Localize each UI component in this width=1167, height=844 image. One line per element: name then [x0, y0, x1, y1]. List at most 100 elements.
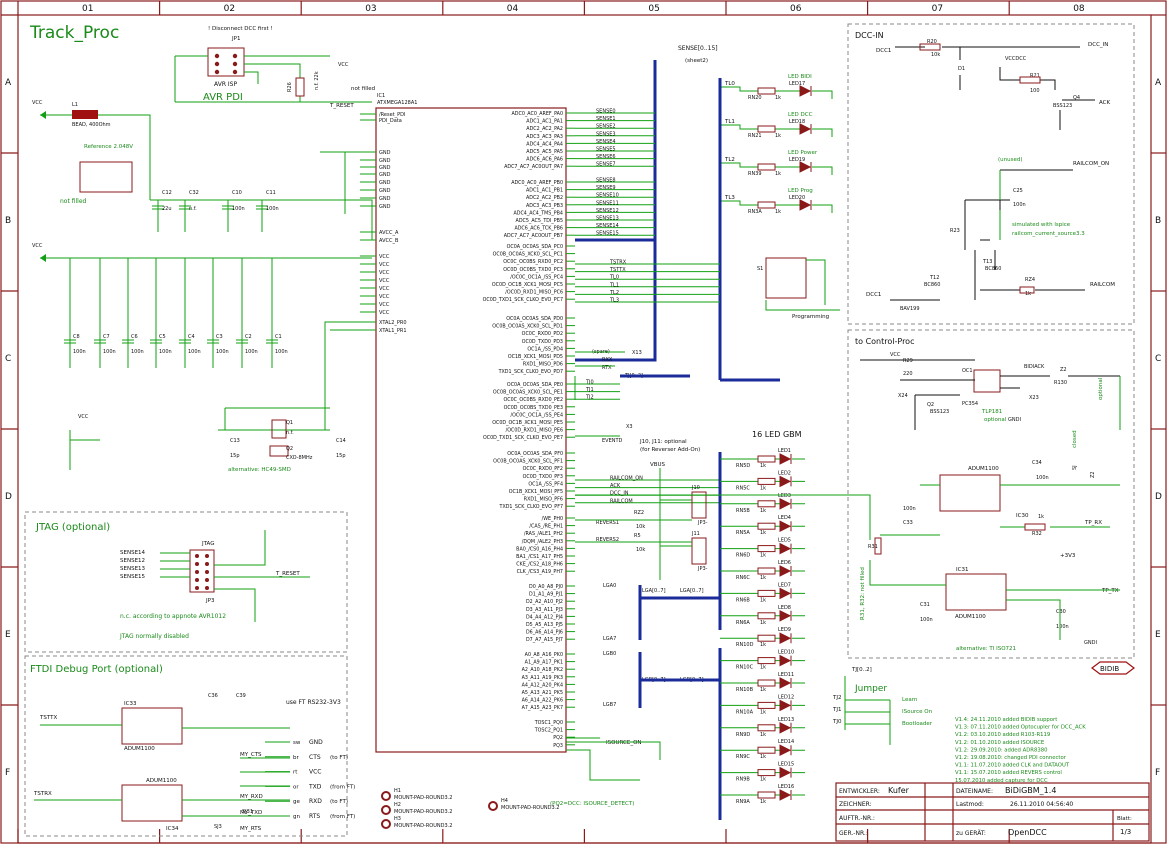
- svg-text:GNDI: GNDI: [1008, 417, 1021, 423]
- row-label: C: [1155, 354, 1161, 364]
- ftdi-pin-name: CTS: [309, 754, 321, 761]
- svg-text:220: 220: [903, 371, 913, 377]
- mcu-pin: TXD1_SCK_CLKO_EVO_PD7: [498, 369, 563, 375]
- svg-text:SJ3: SJ3: [214, 824, 222, 830]
- jumper-net: TJ1: [832, 707, 841, 713]
- column-label: 08: [1073, 4, 1085, 14]
- mcu-pin: D2_A2_A10_PJ2: [526, 599, 563, 605]
- mcu-pin: ADC4_AC4_TMS_PB4: [513, 210, 563, 216]
- svg-text:JTAG (optional): JTAG (optional): [35, 522, 110, 533]
- mcu-pin: /OC0D_RXD1_MISO_PC6: [505, 290, 563, 296]
- sense-net: SENSE10: [596, 193, 619, 199]
- mcu-pin: OC0C_OC0BS_RXD0_PE2: [504, 397, 564, 403]
- svg-text:JTAG normally disabled: JTAG normally disabled: [119, 633, 189, 640]
- port-nets: TSTRXTSTTXTL0TL1TL2TL3(spare)X13RXXRTXTJ…: [574, 260, 720, 708]
- svg-text:ZEICHNER:: ZEICHNER:: [839, 801, 872, 808]
- led-name: LED Power: [788, 150, 818, 156]
- svg-text:DCC1: DCC1: [876, 48, 891, 54]
- svg-text:AVR ISP: AVR ISP: [214, 81, 237, 88]
- svg-text:GNDI: GNDI: [1084, 640, 1097, 646]
- mcu-pin: OC0D_OC1B_XCK1_MOSI_PE5: [492, 420, 563, 426]
- ftdi-my-net: MY_CTS: [240, 752, 262, 758]
- svg-text:10k: 10k: [636, 547, 645, 553]
- svg-text:SJ31: SJ31: [242, 809, 253, 815]
- svg-text:T_RESET: T_RESET: [329, 103, 354, 109]
- mcu-pin: D5_A5_A13_PJ5: [526, 622, 563, 628]
- pq-nets: ISOURCE_ON (PQ2=DCC: ISOURCE_DETECT): [550, 737, 661, 807]
- cap-value: n.f.: [189, 206, 197, 212]
- ftdi-my-net: MY_TXD: [240, 810, 262, 816]
- led-name: LED BIDI: [788, 74, 812, 80]
- mcu-pin: VCC: [379, 262, 390, 268]
- port-net: TSTTX: [609, 267, 626, 273]
- mcu-pin: /OC0D_RXD1_MISO_PE6: [506, 428, 563, 434]
- gbm-resistor-value: 1k: [760, 553, 766, 559]
- svg-text:GER.-NR.:: GER.-NR.:: [839, 830, 868, 837]
- gbm-led-ref: LED4: [778, 515, 791, 521]
- control-section: [847, 329, 1135, 659]
- led-net: TL1: [724, 119, 735, 125]
- row-label: A: [5, 78, 12, 88]
- cap-value: 22u: [162, 206, 172, 212]
- jtag-section: [24, 511, 348, 653]
- jumper-net: TJ2: [832, 695, 841, 701]
- cap-ref: C3: [216, 334, 223, 340]
- cap-ref: C4: [188, 334, 195, 340]
- svg-text:Blatt:: Blatt:: [1117, 816, 1132, 822]
- mount-name: MOUNT-PAD-ROUND3.2: [394, 795, 452, 801]
- gbm-resistor-value: 1k: [760, 777, 766, 783]
- gbm-led-ref: LED2: [778, 470, 791, 476]
- mcu-pin: TOSC2_PQ1: [534, 728, 563, 734]
- svg-text:16 LED GBM: 16 LED GBM: [752, 430, 802, 439]
- mcu-pin: VCC: [379, 278, 390, 284]
- port-net: TSTRX: [609, 260, 627, 266]
- svg-text:not filled: not filled: [60, 198, 87, 205]
- mcu-pin: D0_A0_A8_PJ0: [529, 584, 563, 590]
- mount-ref: H2: [394, 802, 401, 808]
- ftdi-pin-code: sw: [293, 740, 301, 746]
- svg-text:+3V3: +3V3: [1060, 553, 1076, 559]
- gbm-led-ref: LED9: [778, 627, 791, 633]
- mcu-pin: OC0D_OC1B_XCK1_MOSI_PC5: [492, 282, 563, 288]
- mcu-pin: A7_A15_A23_PK7: [522, 705, 563, 711]
- history-entry: 15.07.2010 added capture for DCC: [955, 778, 1048, 784]
- port-net: TL2: [609, 290, 619, 296]
- cap-ref: C12: [162, 190, 172, 196]
- dccin-section: [847, 23, 1135, 325]
- svg-text:PC354: PC354: [962, 401, 978, 407]
- gbm-resistor-value: 1k: [760, 575, 766, 581]
- svg-text:Q1: Q1: [286, 420, 293, 426]
- jtag-net: SENSE13: [120, 566, 146, 572]
- svg-text:T_RESET: T_RESET: [275, 571, 300, 577]
- svg-text:100n: 100n: [1036, 475, 1049, 481]
- ftdi-pin-code: gn: [293, 814, 300, 820]
- power-section: L1 BEAD, 400Ohm VCC VCC Reference 2.048V…: [32, 100, 373, 368]
- svg-text:OC1: OC1: [962, 368, 973, 374]
- svg-text:C36: C36: [208, 693, 218, 699]
- mcu-pin: D7_A7_A15_PJ7: [526, 637, 563, 643]
- svg-text:DCC1: DCC1: [866, 292, 881, 298]
- mount-ref: H4: [501, 798, 508, 804]
- svg-text:VCC: VCC: [338, 62, 349, 68]
- svg-text:FTDI Debug Port (optional): FTDI Debug Port (optional): [30, 664, 163, 675]
- lgb-net: LGB7: [603, 702, 616, 708]
- svg-text:BAV199: BAV199: [900, 306, 920, 312]
- svg-text:optional: optional: [984, 417, 1007, 423]
- svg-text:VCC: VCC: [890, 352, 901, 358]
- led-resistor: RN21: [748, 133, 762, 139]
- svg-text:Q2: Q2: [927, 402, 934, 408]
- mcu-pin: /Reset_PDI: [379, 112, 406, 118]
- cap-value: 100n: [245, 349, 258, 355]
- gbm-resistor: RN10B: [736, 687, 754, 693]
- mcu-pin: ADC1_AC1_PA1: [526, 119, 563, 125]
- mcu-pin: OC1B_XCK1_MOSI_PF5: [509, 489, 563, 495]
- mcu-pin: ADC6_AC6_PA6: [526, 157, 563, 163]
- sense-net: SENSE9: [596, 185, 616, 191]
- led-ref: LED17: [789, 81, 805, 87]
- svg-text:TSTTX: TSTTX: [39, 715, 57, 721]
- mcu-pin: A4_A12_A20_PK4: [522, 682, 563, 688]
- mcu-pin: GND: [379, 158, 391, 164]
- mcu-pin: GND: [379, 165, 391, 171]
- gbm-led-ref: LED5: [778, 538, 791, 544]
- cap-value: 100n: [275, 349, 288, 355]
